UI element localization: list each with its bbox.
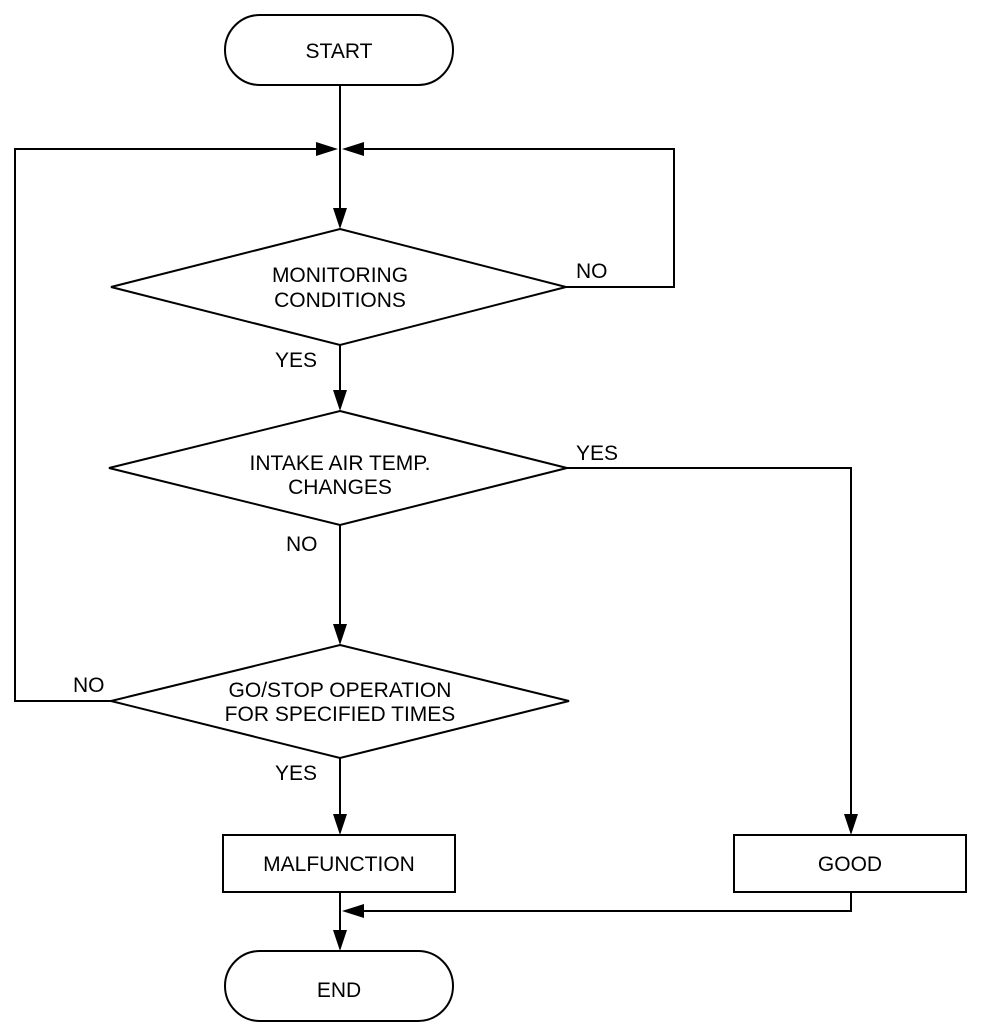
arrowhead-into-end: [333, 930, 347, 951]
arrowhead-left-loop: [316, 142, 338, 156]
malfunction-box-shape: [222, 834, 456, 893]
end-terminator-shape: [224, 950, 454, 1022]
edge-monitoring-no-loop: [350, 148, 675, 288]
edge-label-gostop-yes: YES: [275, 762, 317, 785]
intake-label-line2: CHANGES: [288, 476, 392, 499]
edge-good-to-end: [350, 892, 852, 912]
edge-label-monitoring-no: NO: [576, 260, 608, 283]
monitoring-label-line2: CONDITIONS: [274, 289, 406, 312]
malfunction-label: MALFUNCTION: [263, 853, 415, 876]
good-label: GOOD: [818, 853, 882, 876]
edge-label-monitoring-yes: YES: [275, 349, 317, 372]
intake-label-line1: INTAKE AIR TEMP.: [250, 452, 431, 475]
edge-gostop-no-loop: [14, 148, 330, 702]
start-label: START: [306, 40, 373, 63]
arrowhead-good-merge: [342, 904, 364, 918]
arrowhead-right-loop: [342, 142, 364, 156]
node-end: END: [224, 950, 454, 1022]
edge-intake-yes-to-good: [567, 467, 852, 826]
arrowhead-into-monitoring: [333, 208, 347, 229]
edge-label-intake-yes: YES: [576, 442, 618, 465]
monitoring-label-line1: MONITORING: [272, 264, 408, 287]
monitoring-decision-shape: [110, 227, 567, 347]
node-monitoring: MONITORING CONDITIONS: [110, 227, 567, 347]
gostop-label-line1: GO/STOP OPERATION: [229, 679, 452, 702]
arrowhead-into-gostop: [333, 624, 347, 645]
edge-label-intake-no: NO: [286, 533, 318, 556]
arrowhead-into-malfunction: [333, 814, 347, 835]
node-gostop: GO/STOP OPERATION FOR SPECIFIED TIMES: [110, 643, 570, 760]
node-malfunction: MALFUNCTION: [222, 834, 456, 893]
edge-label-gostop-no: NO: [73, 674, 105, 697]
arrowhead-into-good: [844, 814, 858, 835]
end-label: END: [317, 979, 361, 1002]
gostop-label-line2: FOR SPECIFIED TIMES: [225, 703, 456, 726]
node-good: GOOD: [733, 834, 967, 893]
node-intake: INTAKE AIR TEMP. CHANGES: [108, 409, 568, 527]
arrowhead-into-intake: [333, 390, 347, 411]
node-start: START: [224, 14, 454, 86]
